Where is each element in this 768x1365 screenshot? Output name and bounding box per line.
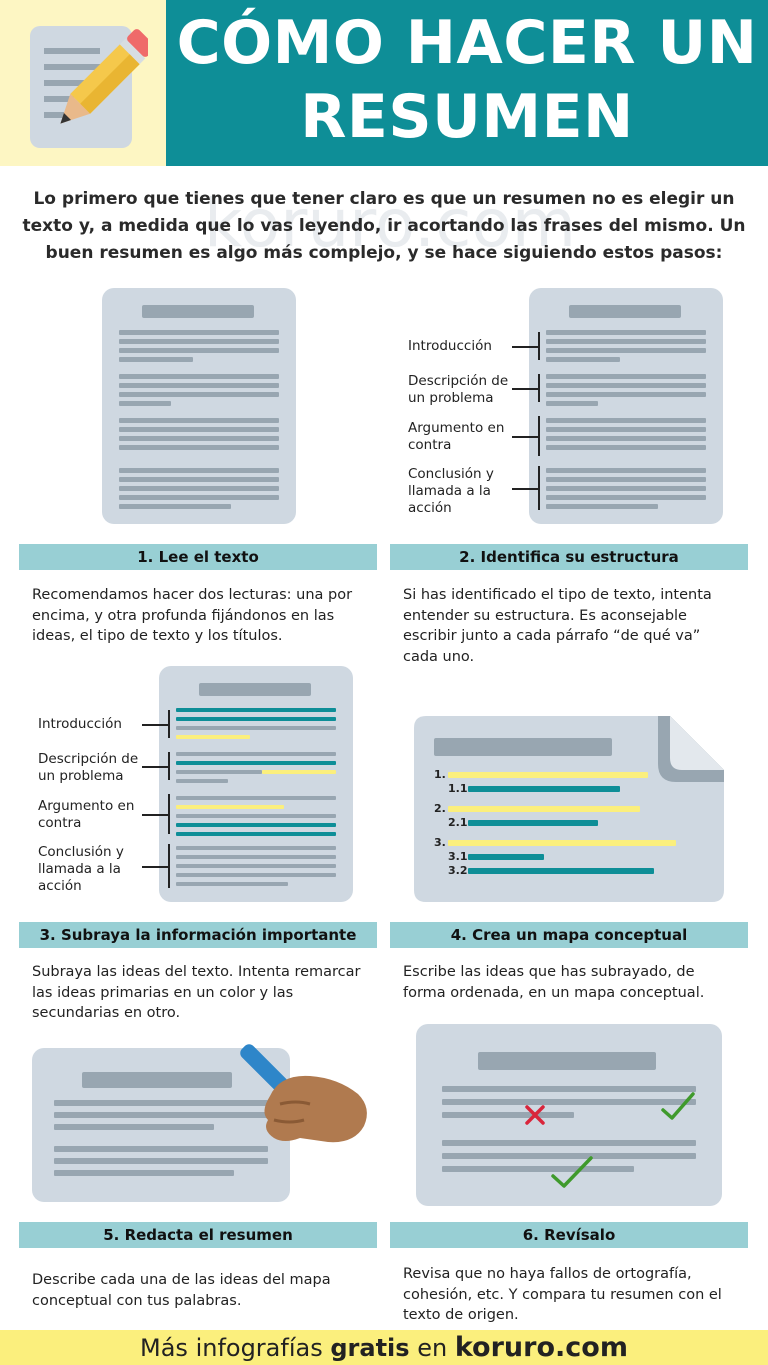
step-5-text: Describe cada una de las ideas del mapa … (32, 1272, 331, 1309)
step-6-title: 6. Revísalo (390, 1222, 748, 1248)
step-1-title: 1. Lee el texto (19, 544, 377, 570)
label-introduccion: Introducción (408, 338, 492, 354)
document-illustration-2 (529, 288, 723, 524)
document-illustration-3 (159, 666, 353, 902)
pencil-and-paper-icon (28, 22, 155, 152)
map-num-3-2: 3.2 (448, 864, 468, 877)
map-num-2: 2. (434, 802, 446, 815)
step-6-text: Revisa que no haya fallos de ortografía,… (403, 1266, 722, 1323)
review-document-illustration (416, 1024, 722, 1206)
step-3-title: 3. Subraya la información importante (19, 922, 377, 948)
checkmark-icon-2 (550, 1154, 594, 1190)
concept-map-illustration: 1. 1.1 2. 2.1 3. 3.1 3.2 (414, 716, 724, 902)
cross-mark-icon (524, 1104, 546, 1126)
footer-brand[interactable]: koruro.com (454, 1332, 628, 1363)
step-2-title: 2. Identifica su estructura (390, 544, 748, 570)
label-descripcion-3: Descripción de un problema (38, 751, 139, 784)
step-5-title: 5. Redacta el resumen (19, 1222, 377, 1248)
document-illustration-1 (102, 288, 296, 524)
footer-middle: en (417, 1334, 448, 1362)
map-num-3-1: 3.1 (448, 850, 468, 863)
label-conclusion: Conclusión y llamada a la acción (408, 466, 494, 516)
header-title-panel (166, 0, 768, 166)
map-num-2-1: 2.1 (448, 816, 468, 829)
step-2-text: Si has identificado el tipo de texto, in… (403, 587, 712, 665)
map-num-3: 3. (434, 836, 446, 849)
footer-banner[interactable]: Más infografías gratis en koruro.com (0, 1330, 768, 1365)
label-conclusion-3: Conclusión y llamada a la acción (38, 844, 124, 894)
checkmark-icon-1 (660, 1090, 696, 1122)
page-title: CÓMO HACER UN RESUMEN (166, 6, 768, 154)
footer-prefix: Más infografías (140, 1334, 323, 1362)
label-argumento-3: Argumento en contra (38, 798, 135, 831)
label-introduccion-3: Introducción (38, 716, 122, 732)
step-4-title: 4. Crea un mapa conceptual (390, 922, 748, 948)
label-argumento: Argumento en contra (408, 420, 505, 453)
writing-document-illustration (32, 1048, 290, 1202)
map-num-1: 1. (434, 768, 446, 781)
label-descripcion: Descripción de un problema (408, 373, 509, 406)
step-1-text: Recomendamos hacer dos lecturas: una por… (32, 587, 353, 644)
step-4-text: Escribe las ideas que has subrayado, de … (403, 964, 705, 1001)
map-num-1-1: 1.1 (448, 782, 468, 795)
watermark: koruro.com (203, 185, 577, 262)
title-line-1: CÓMO HACER UN (176, 8, 758, 78)
footer-bold: gratis (330, 1334, 410, 1362)
step-3-text: Subraya las ideas del texto. Intenta rem… (32, 964, 361, 1021)
writing-hand-icon (240, 1034, 380, 1174)
intro-text: Lo primero que tienes que tener claro es… (22, 189, 746, 263)
title-line-2: RESUMEN (300, 82, 634, 152)
